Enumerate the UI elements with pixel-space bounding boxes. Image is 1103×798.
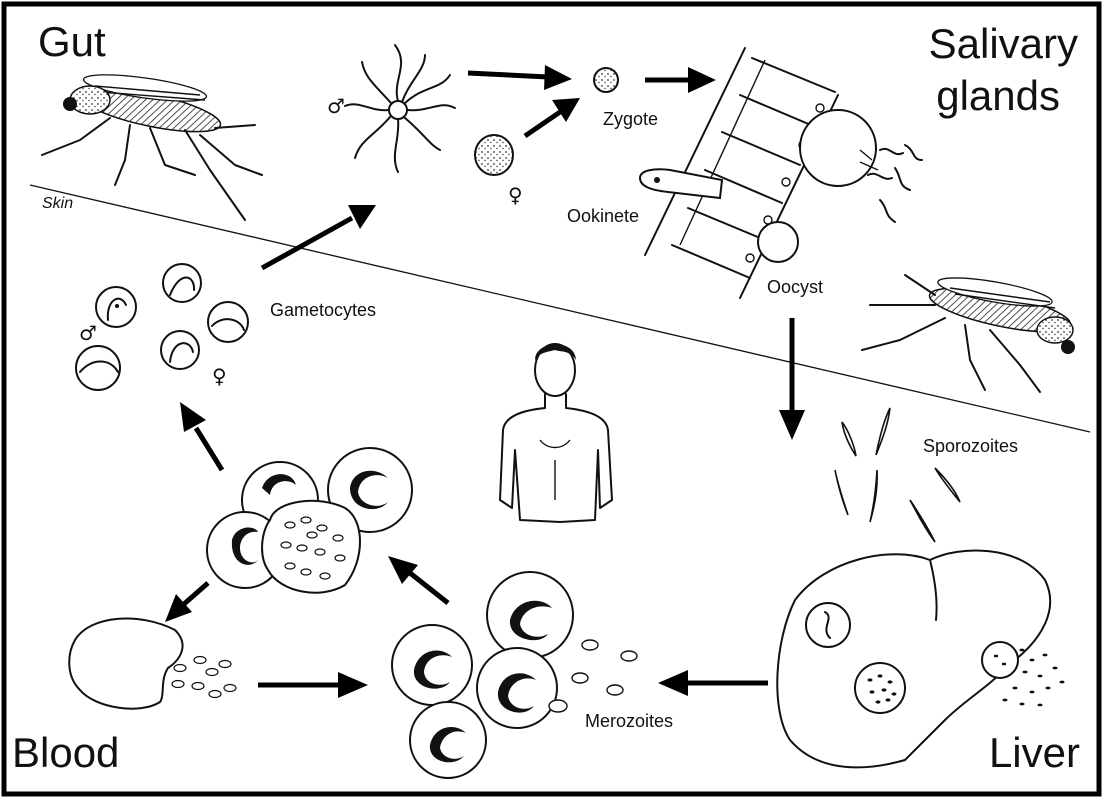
label-merozoites: Merozoites xyxy=(585,711,673,731)
label-glands: glands xyxy=(936,72,1060,119)
label-oocyst: Oocyst xyxy=(767,277,823,297)
label-ookinete: Ookinete xyxy=(567,206,639,226)
arrow-zygote-to-gut-wall xyxy=(645,67,716,93)
arrow-microgamete-to-zygote xyxy=(468,65,572,90)
label-sporozoites: Sporozoites xyxy=(923,436,1018,456)
human-figure-icon xyxy=(500,344,612,522)
arrow-ruptured-to-rbc xyxy=(258,672,368,698)
ruptured-cell-icon xyxy=(69,619,236,709)
female-symbol-blood: ♀ xyxy=(212,364,227,388)
label-gametocytes: Gametocytes xyxy=(270,300,376,320)
arrow-oocyst-to-sporozoites xyxy=(779,318,805,440)
label-blood: Blood xyxy=(12,729,119,776)
label-skin: Skin xyxy=(42,195,73,212)
zygote-icon xyxy=(594,68,618,92)
label-salivary: Salivary xyxy=(929,20,1078,67)
label-zygote: Zygote xyxy=(603,109,658,129)
mosquito-icon-right xyxy=(862,272,1075,392)
macrogamete-icon xyxy=(475,135,513,175)
arrow-cluster-to-ruptured xyxy=(165,583,208,622)
mosquito-icon xyxy=(42,69,262,220)
released-sporozoites-icon xyxy=(868,145,922,222)
male-symbol-blood: ♂ xyxy=(79,321,97,345)
male-symbol-gut: ♂ xyxy=(327,94,345,118)
arrow-liver-to-merozoites xyxy=(658,670,768,696)
arrow-cluster-to-gametocytes xyxy=(180,402,222,470)
female-symbol-gut: ♀ xyxy=(508,183,523,207)
label-liver: Liver xyxy=(989,729,1080,776)
arrow-rbc-to-cluster xyxy=(388,556,448,603)
rbc-cluster-icon xyxy=(392,572,573,778)
infected-rbc-cluster xyxy=(207,448,412,593)
arrow-gametocytes-to-gut xyxy=(262,205,376,268)
label-gut: Gut xyxy=(38,18,106,65)
oocyst-icon xyxy=(758,110,878,262)
ookinete-icon xyxy=(640,169,722,198)
microgamete-icon xyxy=(345,45,455,172)
arrow-macrogamete-to-zygote xyxy=(525,98,580,136)
sporozoites-icon xyxy=(835,408,960,542)
merozoites-icon xyxy=(572,640,637,695)
